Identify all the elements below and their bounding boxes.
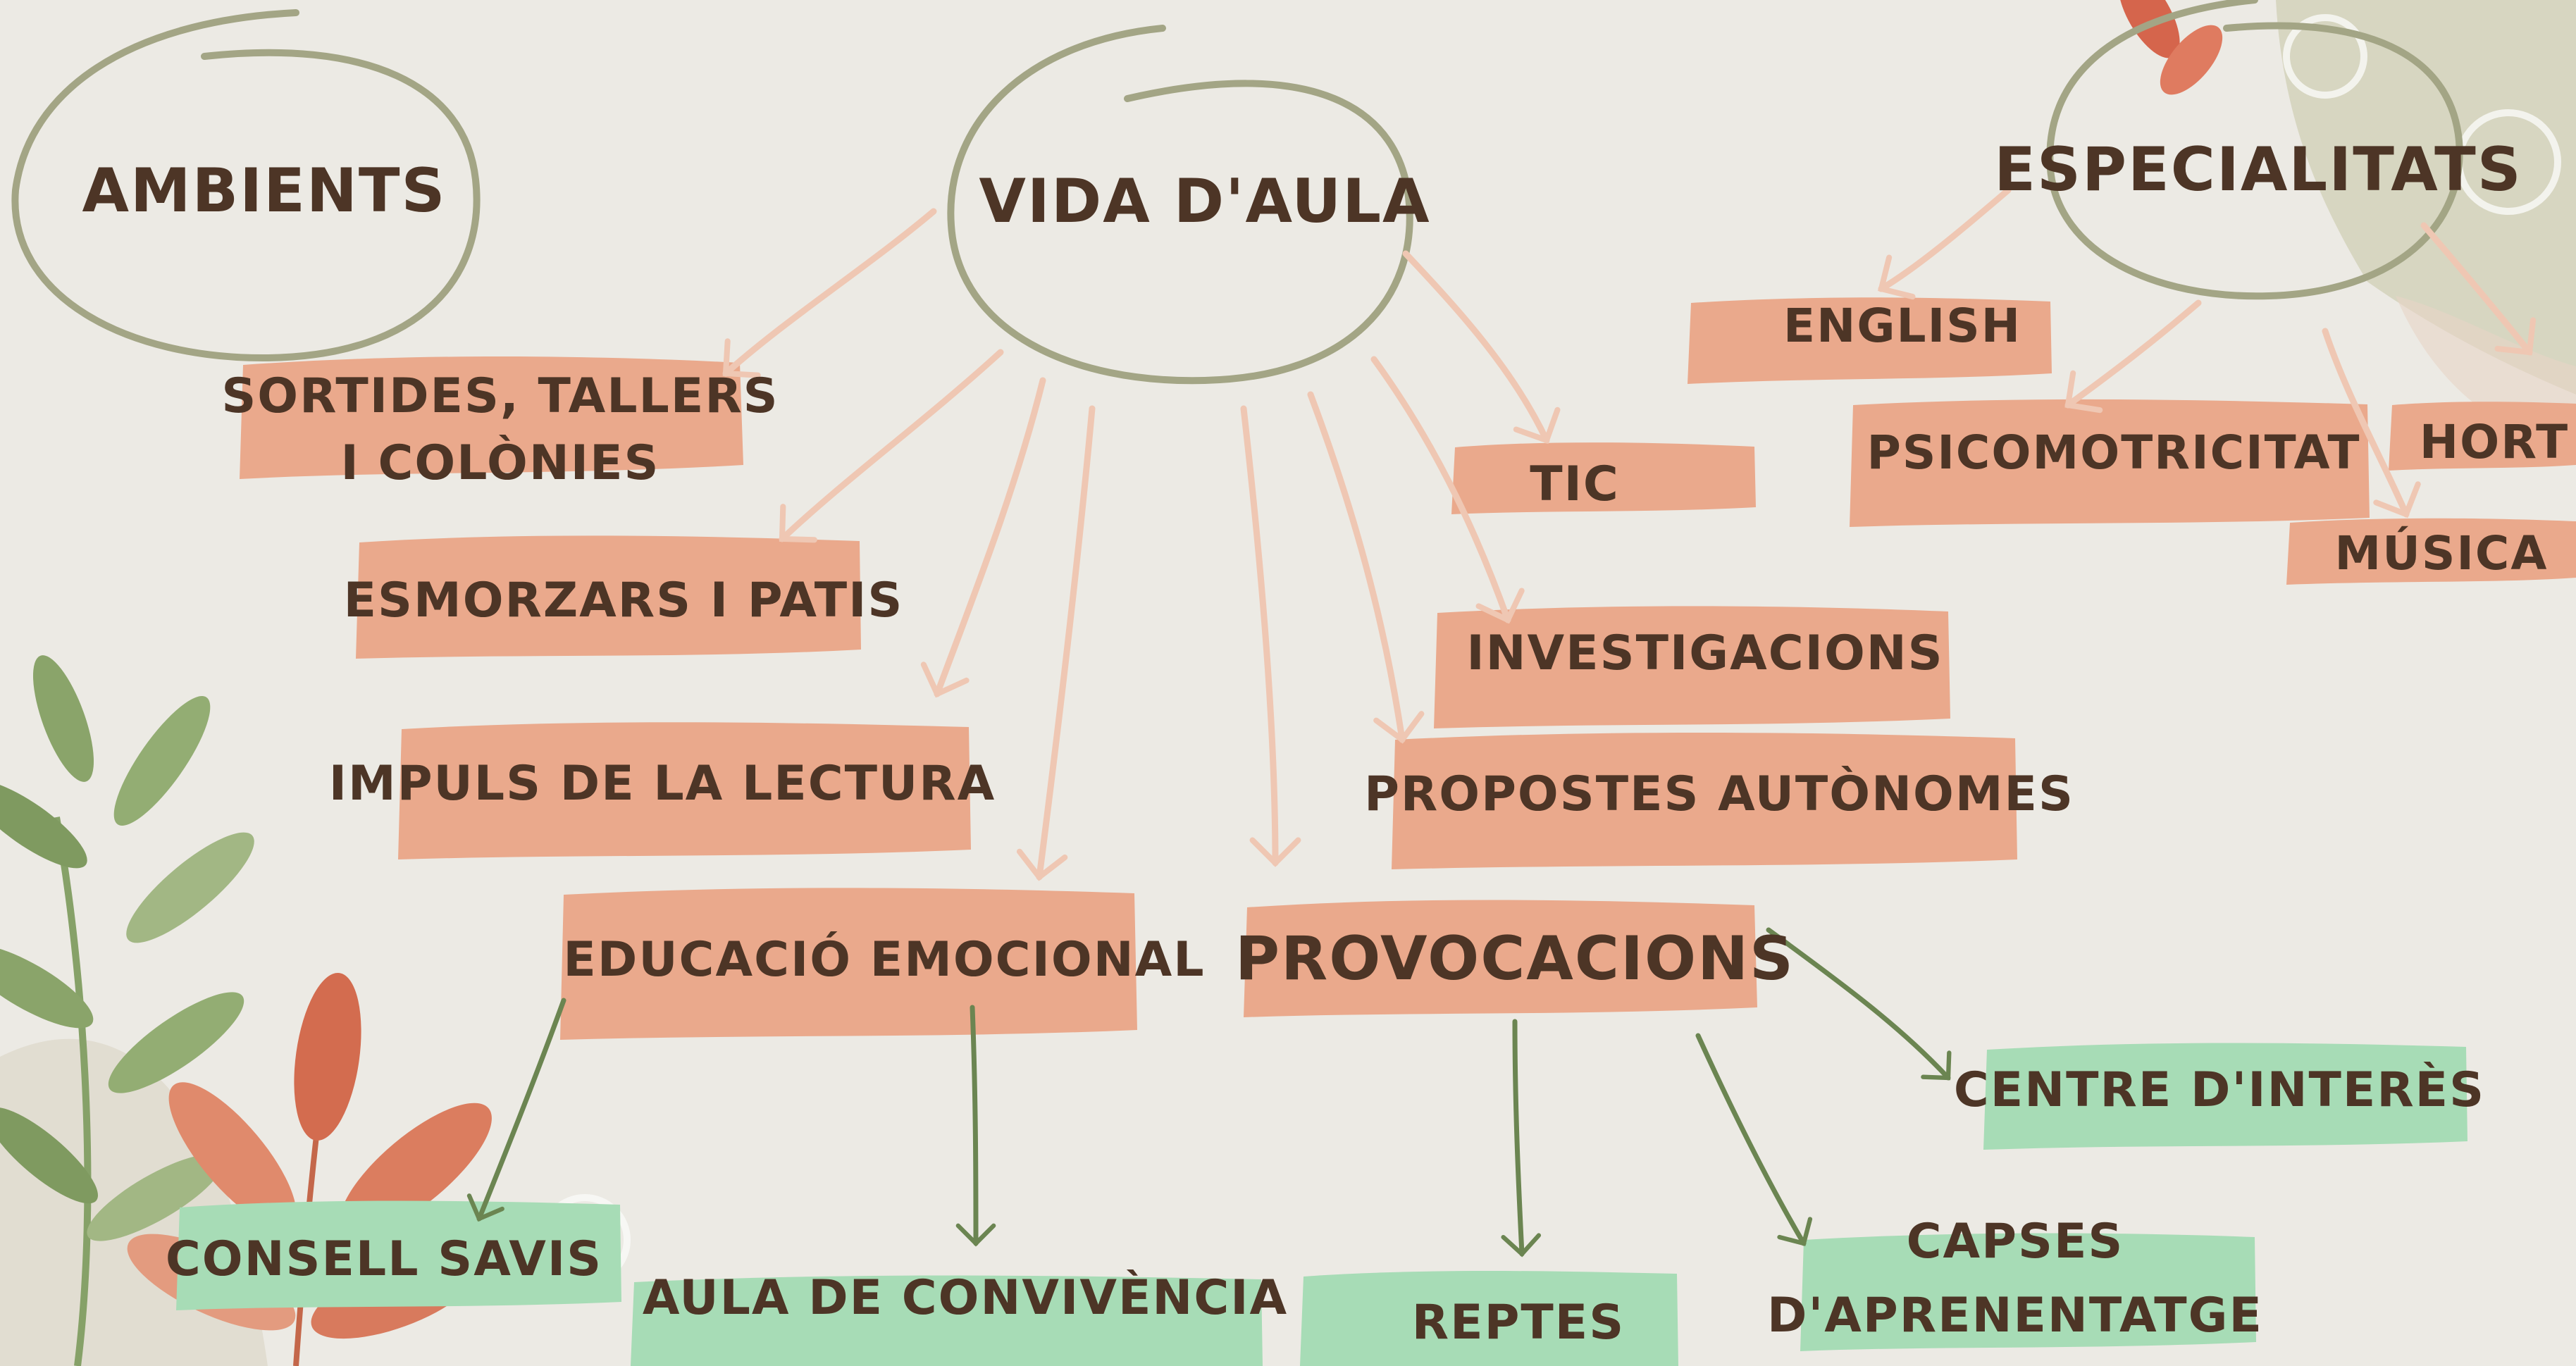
item-investigacions: INVESTIGACIONS [1466, 626, 1943, 681]
circle-vida [947, 25, 1413, 385]
leaf-consell-savis: CONSELL SAVIS [166, 1231, 602, 1287]
circle-especialitats [2046, 0, 2463, 300]
item-hort: HORT [2420, 415, 2569, 469]
item-psicomotricitat: PSICOMOTRICITAT [1866, 426, 2360, 480]
item-sortides-line1: SORTIDES, TALLERS [221, 368, 779, 424]
main-node-labels: AMBIENTS VIDA D'AULA ESPECIALITATS [82, 135, 2522, 237]
arrow-to-propostes [1307, 391, 1425, 744]
arrow-to-reptes [1501, 1019, 1542, 1258]
arrow-to-capses [1695, 1033, 1813, 1246]
leaf-capses-line2: D'APRENENTATGE [1767, 1288, 2263, 1343]
item-sortides-line2: I COLÒNIES [340, 435, 660, 491]
arrow-to-esmorzars [779, 349, 1004, 543]
arrow-to-provocacions [1240, 405, 1301, 867]
arrow-to-musica [2322, 328, 2421, 519]
item-musica: MÚSICA [2335, 526, 2549, 580]
item-english: ENGLISH [1783, 299, 2021, 353]
circle-ambients [11, 9, 481, 362]
arrow-to-educacio [1016, 405, 1096, 881]
leaf-aula-convivencia: AULA DE CONVIVÈNCIA [643, 1269, 1288, 1326]
leaf-capses-line1: CAPSES [1907, 1214, 2124, 1269]
green-arrows [466, 927, 1952, 1258]
arrow-to-psicomotricitat [2064, 299, 2202, 414]
arrow-to-centre [1766, 927, 1952, 1081]
node-ambients: AMBIENTS [82, 156, 446, 226]
arrow-to-english [1878, 187, 2012, 300]
item-esmorzars: ESMORZARS I PATIS [344, 573, 904, 628]
arrow-to-impuls [920, 377, 1046, 698]
item-impuls: IMPULS DE LA LECTURA [329, 756, 996, 812]
item-educacio: EDUCACIÓ EMOCIONAL [563, 931, 1205, 988]
leaf-decoration [2118, 0, 2223, 95]
arrow-to-investigacions [1370, 356, 1525, 624]
item-tic: TIC [1530, 457, 1620, 512]
node-especialitats: ESPECIALITATS [1994, 135, 2522, 205]
leaf-labels: CONSELL SAVIS AULA DE CONVIVÈNCIA REPTES… [166, 1062, 2485, 1351]
item-provocacions: PROVOCACIONS [1235, 924, 1795, 994]
arrow-to-tic [1402, 250, 1561, 445]
leaf-reptes: REPTES [1412, 1295, 1625, 1351]
arrow-to-consell [466, 998, 566, 1222]
pale-arrows [722, 187, 2537, 881]
leaf-centre-interes: CENTRE D'INTERÈS [1954, 1062, 2485, 1118]
arrow-to-sortides [722, 208, 937, 378]
node-circles [11, 0, 2463, 385]
especialitats-item-labels: ENGLISH PSICOMOTRICITAT HORT MÚSICA [1783, 299, 2569, 580]
item-propostes: PROPOSTES AUTÒNOMES [1364, 766, 2074, 822]
node-vida-aula: VIDA D'AULA [979, 166, 1430, 237]
arrow-to-hort [2420, 222, 2537, 356]
brush-strokes [176, 297, 2576, 1366]
arrow-to-convivencia [955, 1005, 996, 1247]
vida-item-labels: SORTIDES, TALLERS I COLÒNIES ESMORZARS I… [221, 368, 2074, 994]
